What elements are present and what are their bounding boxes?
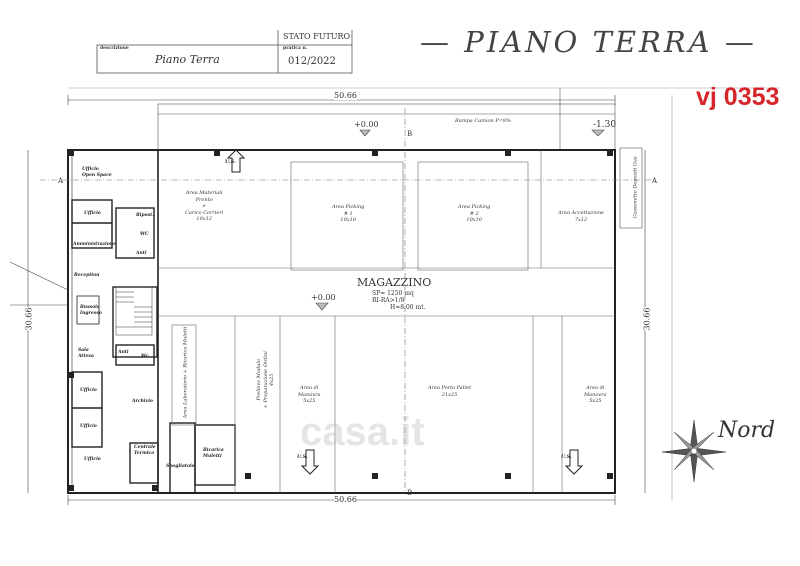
room-wc: WC — [140, 232, 149, 237]
area-laboratorio: Area Laboratorio + Ricarica Muletti — [182, 326, 189, 419]
section-mark-a-right: A — [652, 177, 658, 185]
page-heading: — PIANO TERRA — — [420, 25, 757, 59]
compass-label: Nord — [718, 418, 776, 443]
watermark: casa.it — [300, 410, 425, 454]
room-amministrazione: Amministrazione — [73, 242, 117, 247]
room-ufficio-2: Ufficio — [80, 388, 97, 393]
room-anti-1: Anti — [136, 251, 147, 256]
room-ripostiglio: Ripost. — [136, 213, 154, 218]
status-label: STATO FUTURO — [283, 32, 351, 41]
room-anti-2: Anti — [118, 350, 129, 355]
width-dimension-bottom: 50.66 — [334, 495, 357, 504]
section-mark-a-left: A — [58, 177, 64, 185]
section-mark-b-bottom: B — [407, 489, 413, 497]
description-value: Piano Terra — [155, 53, 220, 66]
depth-dimension-right: 30.66 — [642, 307, 652, 331]
warehouse-name: MAGAZZINO — [357, 276, 432, 289]
room-ufficio-3: Ufficio — [80, 424, 97, 429]
warehouse-surface: SP= 1250 mq — [372, 290, 414, 297]
warehouse-ratio: RI-RA>1/8 — [372, 297, 405, 304]
file-label: pratica n. — [283, 46, 308, 51]
exit-arrows — [226, 149, 584, 475]
exit-label-right: U.S. — [561, 454, 572, 460]
title-block-frame — [96, 30, 353, 74]
warehouse-height: H=8.00 mt. — [390, 304, 426, 311]
room-archivio: Archivio — [132, 399, 153, 404]
room-spogliatoio: Spogliatoio — [166, 464, 195, 469]
room-reception: Reception — [74, 273, 100, 278]
level-ground-top: +0.00 — [354, 120, 379, 129]
pillars — [68, 150, 613, 491]
reference-code: vj 0353 — [696, 83, 780, 111]
width-dimension-top: 50.66 — [334, 91, 357, 100]
compass-rose-icon — [661, 419, 727, 483]
depth-dimension-left: 30.66 — [24, 307, 34, 331]
room-wc-2: Wc — [141, 354, 149, 359]
file-value: 012/2022 — [288, 56, 336, 67]
exit-label-left: U.S. — [297, 454, 308, 460]
dimension-lines — [9, 87, 780, 505]
room-ufficio-4: Ufficio — [84, 457, 101, 462]
gas-storage-label: Cassonetto Depositi Gas — [632, 156, 639, 219]
ramp-label: Rampa Camion P=8% — [455, 118, 511, 124]
section-mark-b-top: B — [407, 130, 413, 138]
level-markers — [315, 129, 605, 311]
level-ramp: -1.30 — [593, 120, 617, 130]
staircase — [115, 286, 153, 336]
section-lines — [40, 108, 655, 493]
exit-label-top: U.S. — [225, 159, 236, 165]
description-label: descrizione — [100, 46, 129, 51]
level-ground-center: +0.00 — [311, 293, 336, 302]
warehouse-zones — [158, 150, 615, 493]
office-partitions — [71, 199, 236, 494]
room-ufficio-1: Ufficio — [84, 211, 101, 216]
